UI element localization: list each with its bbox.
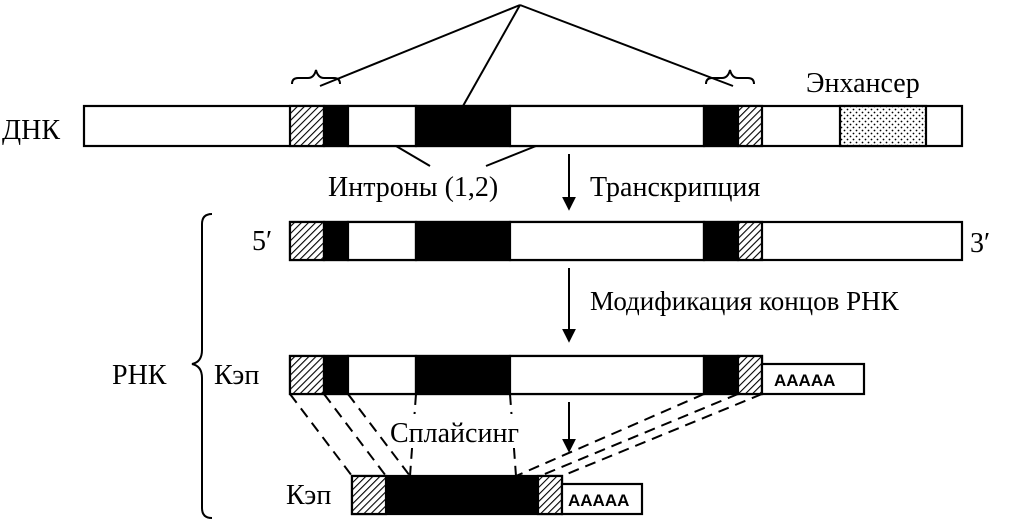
polya-tail-2	[560, 482, 644, 516]
dna-strip	[82, 104, 964, 148]
regulatory-pointer-lines	[291, 4, 755, 107]
right-brace	[705, 69, 755, 85]
primary-transcript	[288, 220, 964, 262]
left-brace	[291, 69, 341, 85]
enhancer-label: Энхансер	[806, 68, 920, 99]
dna-label: ДНК	[2, 115, 60, 146]
dna-exon-1	[322, 104, 350, 148]
introns-label: Интроны (1,2)	[328, 172, 498, 203]
dna-intron-1	[346, 104, 418, 148]
polya-label-1: AAAAA	[774, 371, 835, 390]
dna-enhancer	[838, 104, 928, 148]
dna-intron-2	[508, 104, 706, 148]
dna-3utr	[736, 104, 764, 148]
cap-label-1: Кэп	[214, 360, 259, 391]
dna-5utr	[288, 104, 326, 148]
dna-exon-2	[414, 104, 512, 148]
three-prime-label: 3′	[970, 228, 990, 259]
five-prime-label: 5′	[252, 226, 272, 257]
cap-label-2: Кэп	[286, 480, 331, 511]
modification-label: Модификация концов РНК	[590, 286, 900, 316]
polya-tail-1	[760, 362, 866, 396]
splicing-label: Сплайсинг	[390, 418, 519, 449]
transcription-label: Транскрипция	[590, 172, 760, 203]
rna-brace	[191, 213, 213, 519]
dna-exon-3	[702, 104, 740, 148]
rna-label: РНК	[112, 360, 167, 391]
polya-label-2: AAAAA	[568, 491, 629, 510]
mature-mrna	[350, 474, 644, 516]
capped-transcript	[288, 354, 866, 396]
